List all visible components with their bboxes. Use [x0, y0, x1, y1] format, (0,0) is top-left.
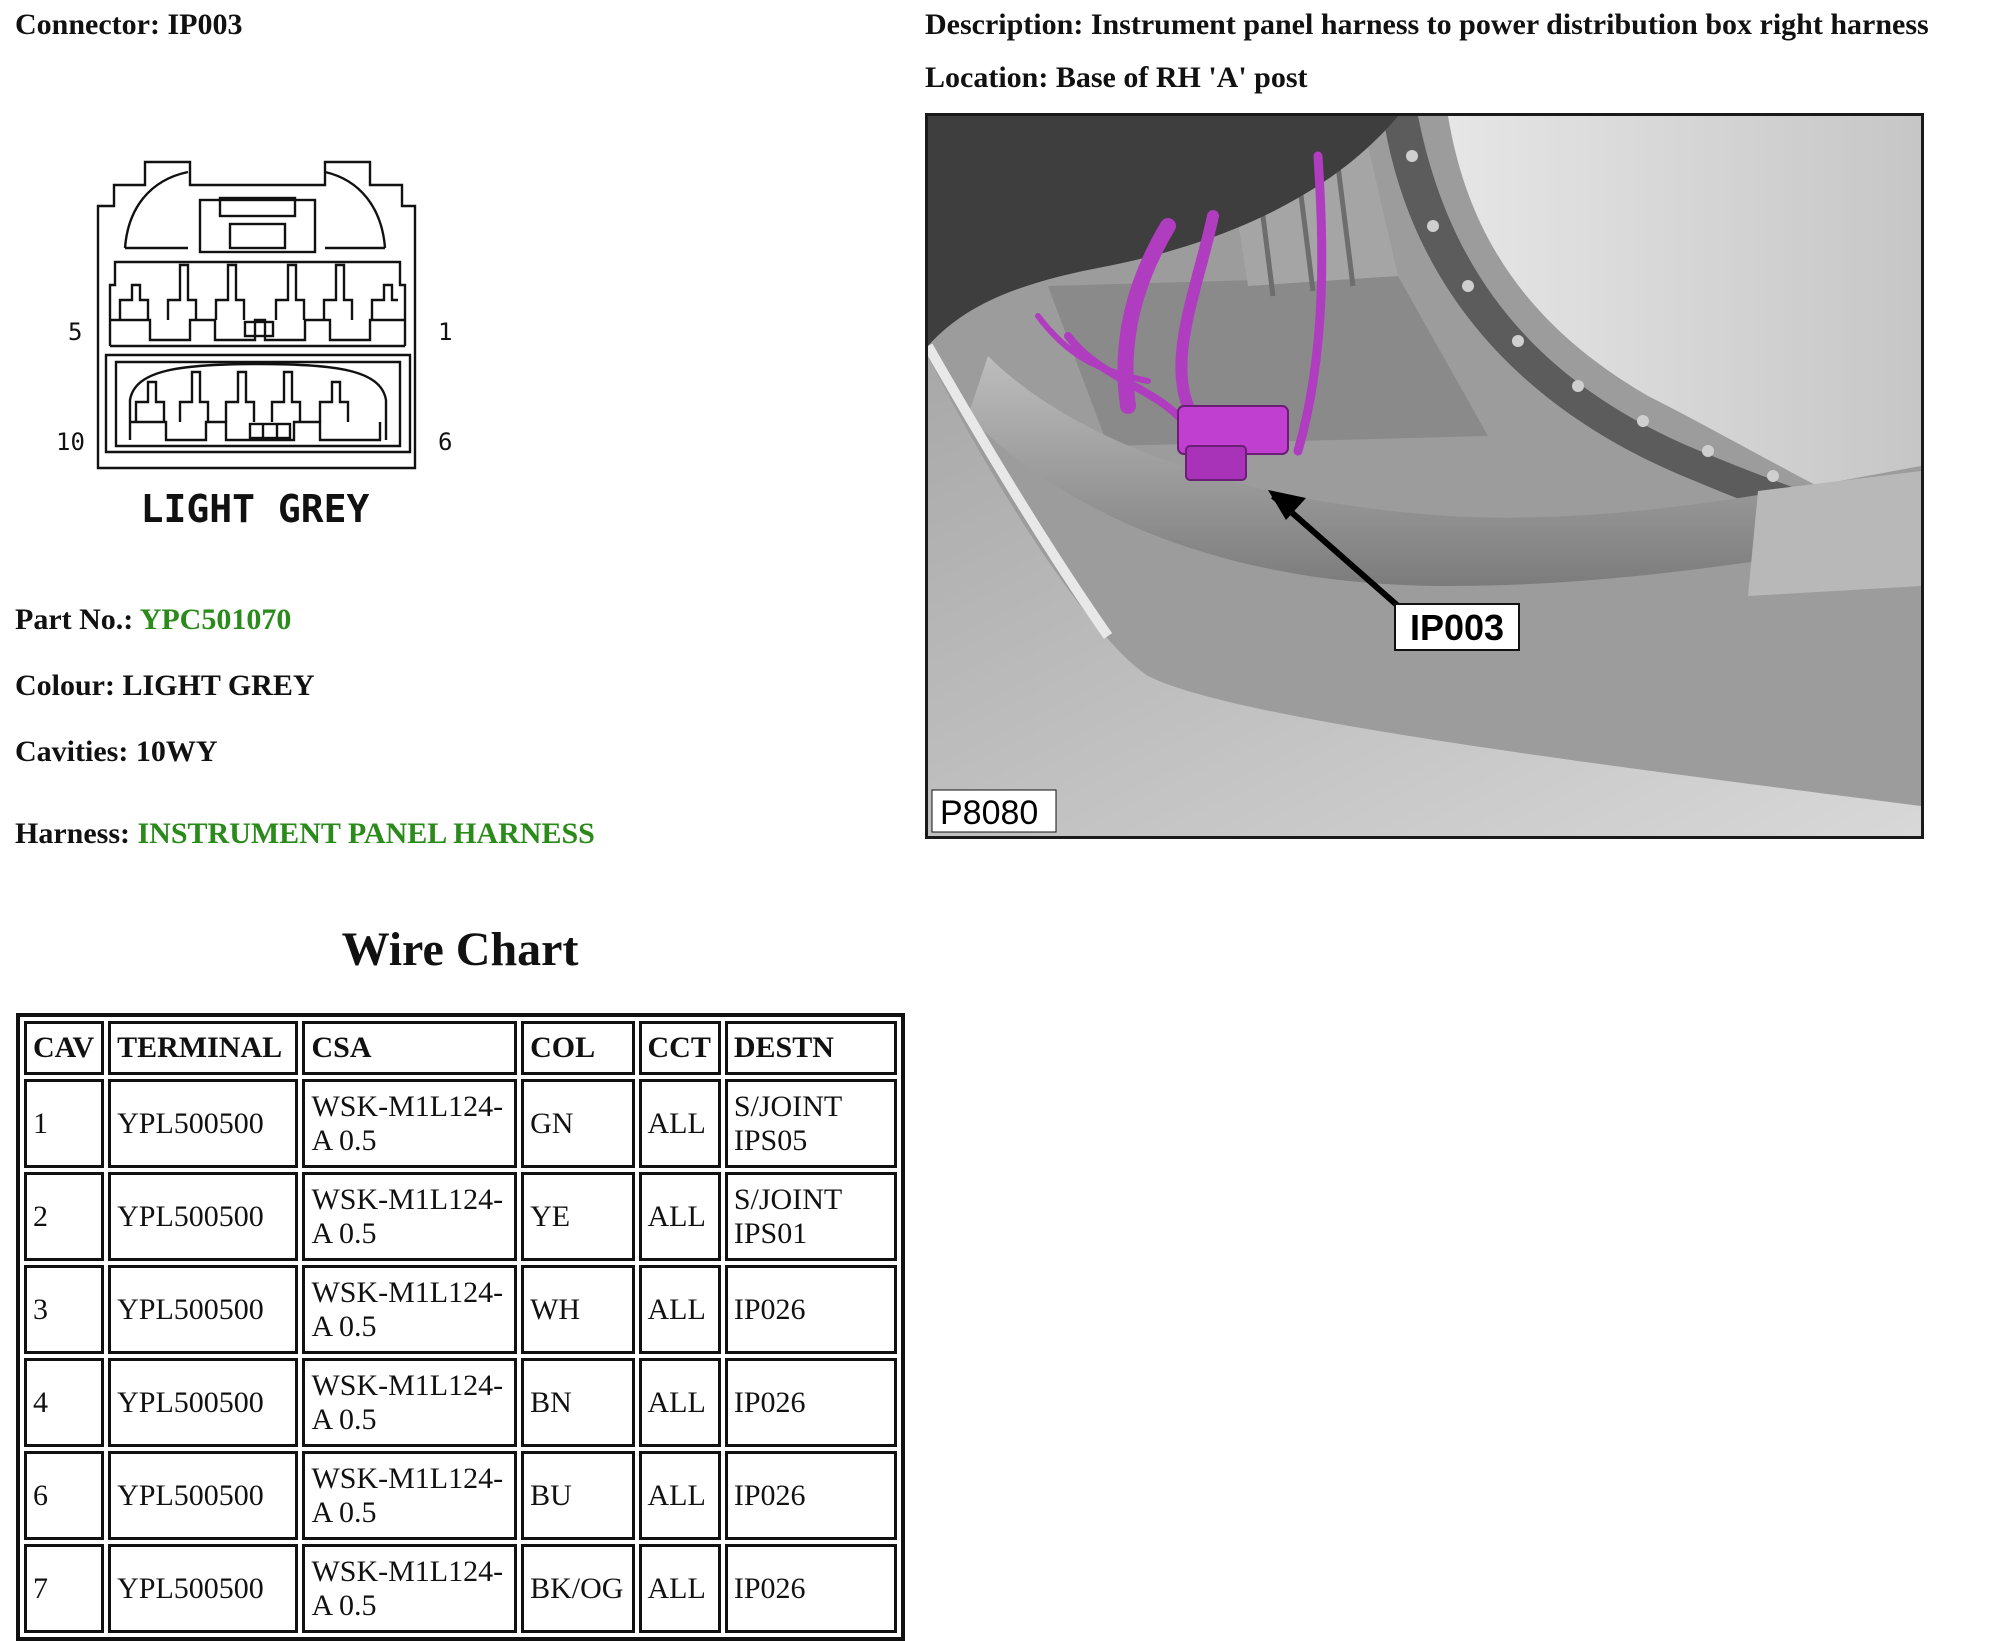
- colour-value: LIGHT GREY: [122, 669, 315, 702]
- table-row: 2 YPL500500 WSK-M1L124-A 0.5 YE ALL S/JO…: [24, 1172, 897, 1261]
- cell-terminal: YPL500500: [108, 1544, 299, 1633]
- cell-destn: IP026: [724, 1451, 897, 1540]
- cell-col: GN: [521, 1079, 635, 1168]
- cell-col: YE: [521, 1172, 635, 1261]
- cell-cct: ALL: [638, 1358, 721, 1447]
- table-row: 1 YPL500500 WSK-M1L124-A 0.5 GN ALL S/JO…: [24, 1079, 897, 1168]
- location-value: Base of RH 'A' post: [1055, 61, 1308, 94]
- cell-cct: ALL: [638, 1079, 721, 1168]
- harness-link[interactable]: INSTRUMENT PANEL HARNESS: [137, 817, 595, 850]
- cell-cav: 2: [24, 1172, 105, 1261]
- cell-terminal: YPL500500: [108, 1358, 299, 1447]
- location-label: Location:: [925, 61, 1049, 94]
- cell-destn: IP026: [724, 1265, 897, 1354]
- connector-diagram-caption: LIGHT GREY: [141, 487, 370, 531]
- part-no-label: Part No.:: [15, 603, 134, 636]
- pin-label-1: 1: [438, 318, 452, 346]
- connector-value: IP003: [167, 8, 243, 41]
- cavities-field: Cavities: 10WY: [15, 734, 217, 770]
- table-row: 3 YPL500500 WSK-M1L124-A 0.5 WH ALL IP02…: [24, 1265, 897, 1354]
- cell-terminal: YPL500500: [108, 1079, 299, 1168]
- pin-label-6: 6: [438, 428, 452, 456]
- cell-cav: 1: [24, 1079, 105, 1168]
- cell-destn: S/JOINT IPS05: [724, 1079, 897, 1168]
- description-label: Description:: [925, 8, 1084, 41]
- pin-label-10: 10: [56, 428, 85, 456]
- cell-col: WH: [521, 1265, 635, 1354]
- photo-figure-id: P8080: [940, 794, 1038, 832]
- cell-cav: 6: [24, 1451, 105, 1540]
- cell-terminal: YPL500500: [108, 1265, 299, 1354]
- pin-label-5: 5: [68, 318, 82, 346]
- cell-csa: WSK-M1L124-A 0.5: [302, 1358, 518, 1447]
- cell-cct: ALL: [638, 1265, 721, 1354]
- column-header-cct: CCT: [638, 1021, 721, 1075]
- description-value: Instrument panel harness to power distri…: [1090, 8, 1929, 41]
- part-no-field: Part No.: YPC501070: [15, 602, 291, 638]
- column-header-csa: CSA: [302, 1021, 518, 1075]
- description-field: Description: Instrument panel harness to…: [925, 7, 1929, 43]
- cell-cav: 4: [24, 1358, 105, 1447]
- column-header-cav: CAV: [24, 1021, 105, 1075]
- wire-chart-title: Wire Chart: [341, 923, 579, 976]
- cell-col: BU: [521, 1451, 635, 1540]
- part-no-link[interactable]: YPC501070: [139, 603, 292, 636]
- photo-callout-label: IP003: [1410, 607, 1504, 648]
- wire-chart-header-row: CAV TERMINAL CSA COL CCT DESTN: [24, 1021, 897, 1075]
- cell-cav: 3: [24, 1265, 105, 1354]
- table-row: 6 YPL500500 WSK-M1L124-A 0.5 BU ALL IP02…: [24, 1451, 897, 1540]
- cell-terminal: YPL500500: [108, 1172, 299, 1261]
- cell-destn: IP026: [724, 1358, 897, 1447]
- colour-field: Colour: LIGHT GREY: [15, 668, 315, 704]
- cell-terminal: YPL500500: [108, 1451, 299, 1540]
- cell-csa: WSK-M1L124-A 0.5: [302, 1265, 518, 1354]
- column-header-destn: DESTN: [724, 1021, 897, 1075]
- colour-label: Colour:: [15, 669, 115, 702]
- wire-chart-table: CAV TERMINAL CSA COL CCT DESTN 1 YPL5005…: [16, 1013, 905, 1641]
- cell-csa: WSK-M1L124-A 0.5: [302, 1172, 518, 1261]
- cell-csa: WSK-M1L124-A 0.5: [302, 1079, 518, 1168]
- table-row: 7 YPL500500 WSK-M1L124-A 0.5 BK/OG ALL I…: [24, 1544, 897, 1633]
- location-field: Location: Base of RH 'A' post: [925, 60, 1308, 96]
- column-header-col: COL: [521, 1021, 635, 1075]
- table-row: 4 YPL500500 WSK-M1L124-A 0.5 BN ALL IP02…: [24, 1358, 897, 1447]
- column-header-terminal: TERMINAL: [108, 1021, 299, 1075]
- cell-cct: ALL: [638, 1172, 721, 1261]
- harness-field: Harness: INSTRUMENT PANEL HARNESS: [15, 816, 595, 852]
- connector-label: Connector:: [15, 8, 160, 41]
- harness-label: Harness:: [15, 817, 130, 850]
- cell-destn: IP026: [724, 1544, 897, 1633]
- cell-csa: WSK-M1L124-A 0.5: [302, 1544, 518, 1633]
- cell-destn: S/JOINT IPS01: [724, 1172, 897, 1261]
- location-photo: IP003 P8080: [925, 113, 1924, 839]
- cell-csa: WSK-M1L124-A 0.5: [302, 1451, 518, 1540]
- cell-col: BK/OG: [521, 1544, 635, 1633]
- cell-cct: ALL: [638, 1451, 721, 1540]
- cavities-label: Cavities:: [15, 735, 129, 768]
- connector-face-diagram: 5 1 10 6 LIGHT GREY: [56, 160, 452, 531]
- connector-field: Connector: IP003: [15, 7, 242, 43]
- cell-col: BN: [521, 1358, 635, 1447]
- cavities-value: 10WY: [135, 735, 218, 768]
